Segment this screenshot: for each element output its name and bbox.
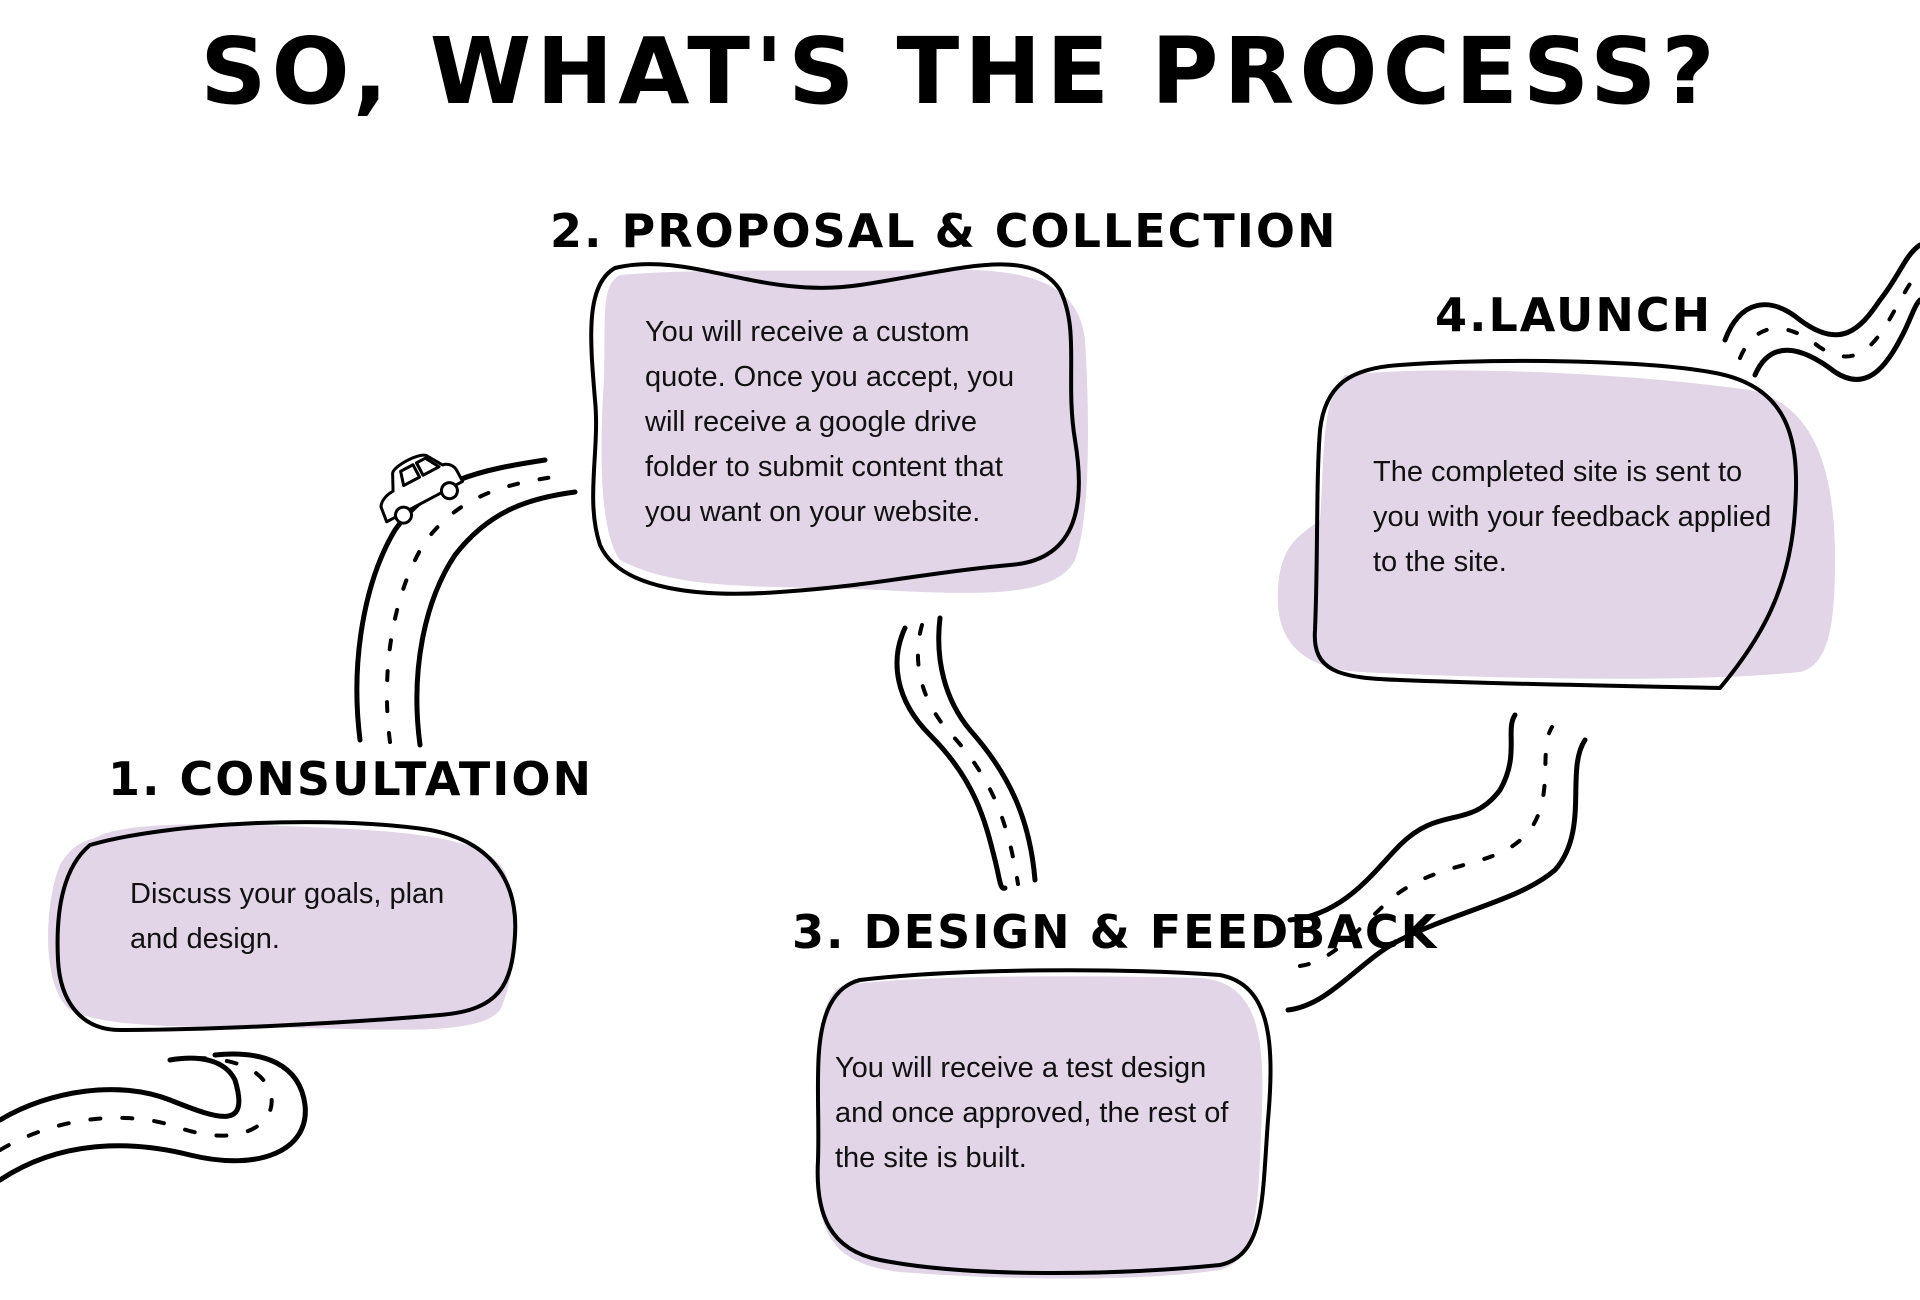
step-4-title: 4.LAUNCH — [1435, 288, 1713, 342]
step-1-blob — [48, 820, 518, 1032]
car-icon — [379, 453, 465, 525]
step-2-blob — [589, 262, 1088, 596]
step-3-blob — [815, 968, 1273, 1279]
page-title: SO, WHAT'S THE PROCESS? — [200, 18, 1720, 125]
road-icon — [0, 242, 1920, 1183]
step-4-blob — [1277, 358, 1835, 690]
step-2-description: You will receive a custom quote. Once yo… — [645, 316, 1015, 528]
step-2-title: 2. PROPOSAL & COLLECTION — [550, 204, 1338, 258]
step-1-title: 1. CONSULTATION — [108, 752, 593, 806]
step-1-description: Discuss your goals, plan and design. — [130, 878, 445, 955]
step-3-title: 3. DESIGN & FEEDBACK — [792, 905, 1439, 959]
step-3-description: You will receive a test design and once … — [835, 1052, 1229, 1174]
step-4-description: The completed site is sent to you with y… — [1373, 456, 1772, 578]
